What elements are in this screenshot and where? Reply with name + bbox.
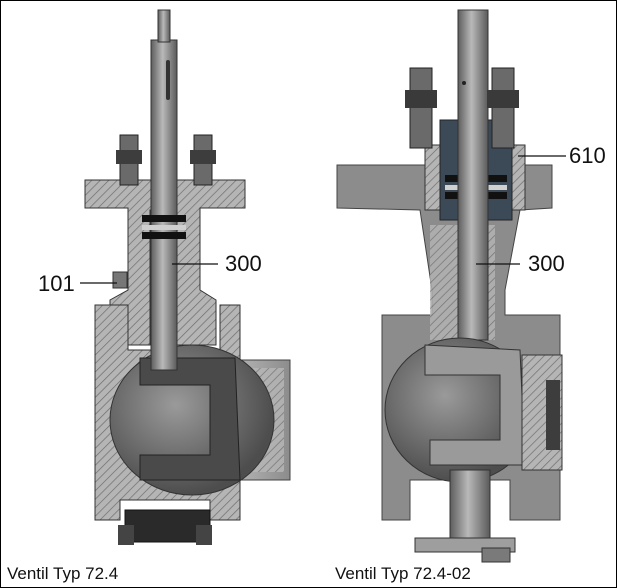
caption-left: Ventil Typ 72.4 [7, 564, 119, 583]
callout-101: 101 [38, 271, 75, 296]
caption-right: Ventil Typ 72.4-02 [335, 564, 471, 583]
valve-right [336, 9, 566, 563]
valve-left [80, 9, 291, 545]
callout-300-right: 300 [528, 251, 565, 276]
callout-300-left: 300 [225, 251, 262, 276]
callout-610: 610 [569, 143, 606, 168]
